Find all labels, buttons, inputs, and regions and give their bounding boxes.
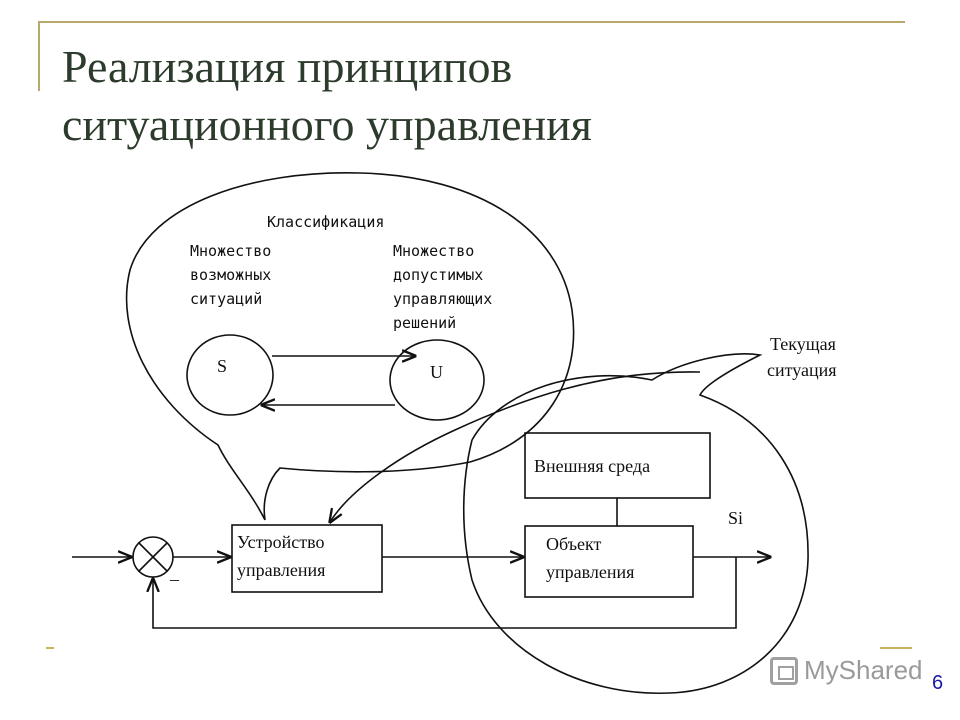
frame-top-rule: [38, 21, 905, 23]
control-object-line-1: Объект: [546, 534, 602, 554]
slide-title: Реализация принципов ситуационного управ…: [62, 38, 922, 154]
possible-situations-line-3: ситуаций: [190, 290, 262, 308]
current-situation-line-1: Текущая: [770, 334, 836, 354]
output-signal-label: Si: [728, 508, 743, 528]
feedback-line: [153, 557, 737, 629]
watermark-text: MyShared: [804, 655, 923, 685]
myshared-logo-icon: [770, 656, 798, 685]
admissible-decisions-line-3: управляющих: [393, 290, 492, 308]
minus-sign-label: –: [169, 569, 180, 589]
admissible-decisions-line-4: решений: [393, 314, 456, 332]
admissible-decisions-line-1: Множество: [393, 242, 474, 260]
title-line-2: ситуационного управления: [62, 99, 592, 150]
set-s-circle: [186, 334, 274, 416]
current-situation-bubble: [462, 353, 809, 694]
title-line-1: Реализация принципов: [62, 41, 513, 92]
page-number: 6: [932, 672, 944, 694]
classification-label: Классификация: [267, 213, 384, 231]
classification-bubble: [125, 172, 575, 521]
control-device-line-2: управления: [237, 560, 325, 580]
frame-left-rule: [38, 21, 40, 91]
control-object-line-2: управления: [546, 562, 634, 582]
current-situation-line-2: ситуация: [767, 360, 837, 380]
set-u-circle: [389, 339, 485, 421]
possible-situations-line-2: возможных: [190, 266, 271, 284]
set-u-label: U: [430, 362, 443, 382]
control-device-block: [231, 524, 383, 593]
set-s-label: S: [217, 356, 227, 376]
control-device-line-1: Устройство: [237, 532, 325, 552]
situation-to-device-arrow: [330, 371, 701, 522]
bottom-rule-left: [46, 647, 54, 649]
possible-situations-line-1: Множество: [190, 242, 271, 260]
admissible-decisions-line-2: допустимых: [393, 266, 483, 284]
bottom-rule-right: [880, 647, 912, 649]
external-env-label: Внешняя среда: [534, 456, 650, 476]
comparator-cross-b: [138, 542, 168, 572]
watermark: MyShared: [770, 655, 923, 686]
control-object-block: [524, 525, 694, 598]
